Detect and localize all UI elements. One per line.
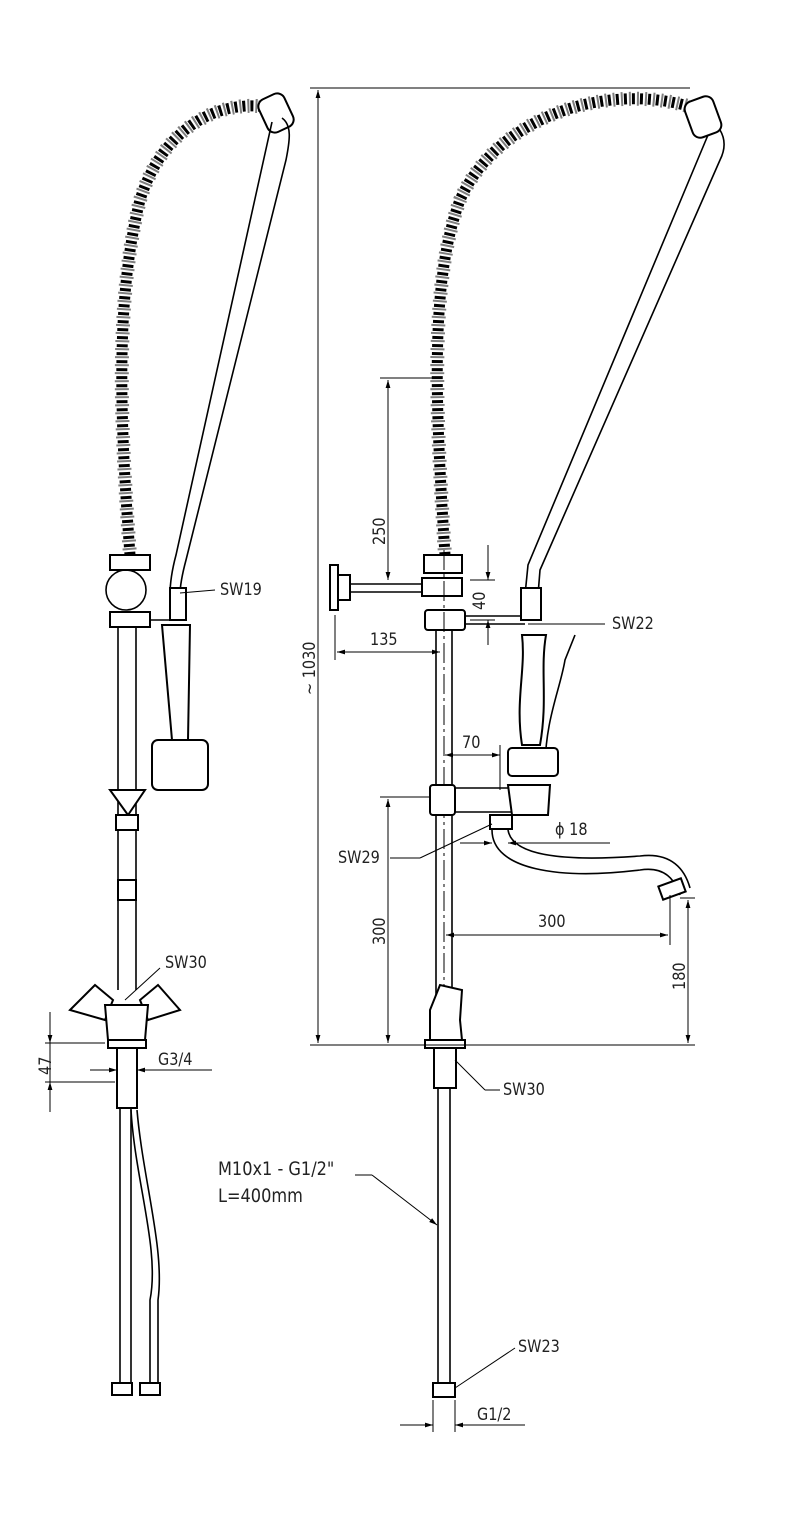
label-sw29: SW29: [338, 848, 380, 868]
dim-70: 70: [462, 733, 481, 753]
thread-g34: G3/4: [158, 1050, 193, 1070]
label-sw30-left: SW30: [165, 953, 207, 973]
dim-phi18: ϕ 18: [555, 820, 588, 840]
left-faucet-assembly: [68, 92, 295, 1396]
hose-spec-thread: M10x1 - G1/2": [218, 1158, 335, 1180]
hose-spec-length: L=400mm: [218, 1185, 303, 1207]
dim-300-horizontal: 300: [538, 912, 566, 932]
dim-135: 135: [370, 630, 398, 650]
right-dimensions: [310, 87, 695, 1432]
left-dimensions: [45, 589, 216, 1112]
dim-47: 47: [36, 1056, 56, 1075]
dim-300-vertical: 300: [370, 917, 390, 945]
label-sw30-right: SW30: [503, 1080, 545, 1100]
dim-180: 180: [670, 962, 690, 990]
thread-g12: G1/2: [477, 1405, 512, 1425]
dim-40: 40: [470, 591, 490, 610]
dim-250: 250: [370, 517, 390, 545]
label-sw23: SW23: [518, 1337, 560, 1357]
dim-total-height: ~ 1030: [300, 641, 320, 695]
label-sw19: SW19: [220, 580, 262, 600]
label-sw22: SW22: [612, 614, 654, 634]
right-faucet-assembly: [329, 91, 725, 1398]
